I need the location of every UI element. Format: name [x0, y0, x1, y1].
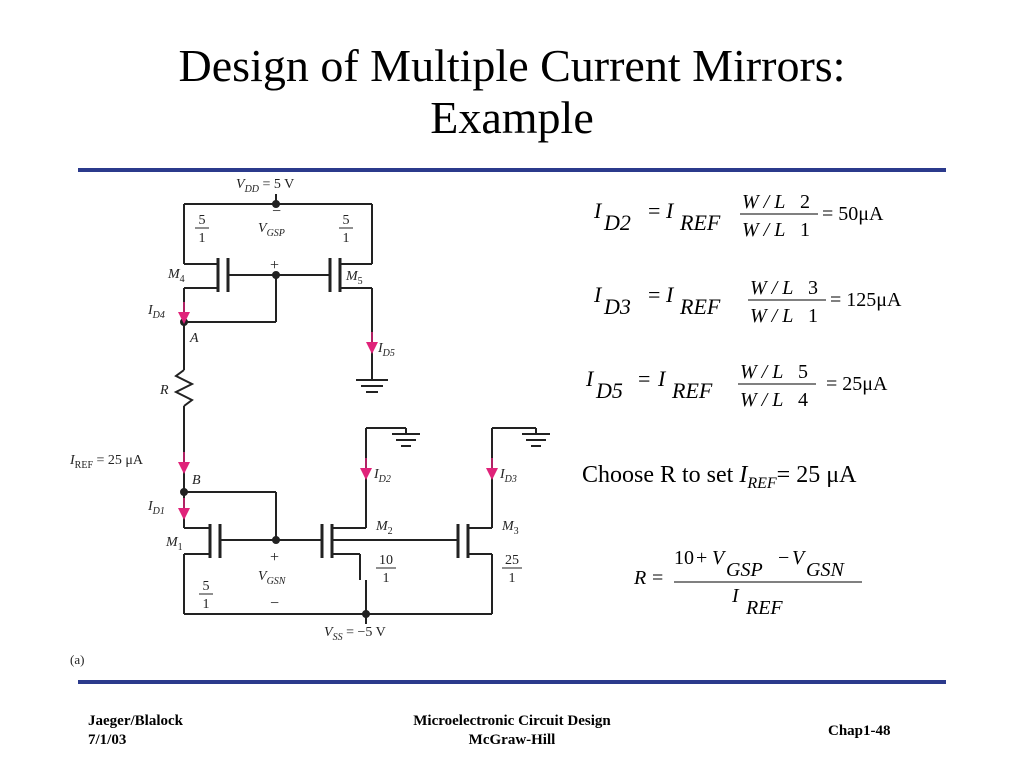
m5-ratio-num: 5	[343, 213, 350, 228]
vgsn-minus: −	[270, 595, 279, 612]
vgsn-plus: +	[270, 549, 279, 566]
vgsp-plus: +	[270, 257, 279, 274]
svg-text:5: 5	[798, 361, 808, 383]
svg-text:I: I	[593, 282, 603, 307]
svg-text:−: −	[778, 547, 789, 569]
svg-text:I: I	[731, 585, 740, 607]
svg-text:1: 1	[808, 305, 818, 327]
vdd-label: VDD = 5 V	[236, 177, 294, 195]
svg-text:V: V	[792, 547, 807, 569]
footer-publisher: McGraw-Hill	[468, 732, 556, 748]
svg-text:V: V	[712, 547, 727, 569]
m3-ratio-num: 25	[505, 553, 519, 568]
footer-center: Microelectronic Circuit Design McGraw-Hi…	[0, 712, 1024, 750]
id1-label: ID1	[147, 499, 165, 517]
svg-text:D5: D5	[595, 378, 623, 403]
choose-r-text: Choose R to set IREF= 25 μA	[582, 462, 857, 492]
svg-text:REF: REF	[671, 378, 713, 403]
node-a-label: A	[189, 331, 199, 346]
footer-chapter: Chap1-48	[828, 723, 891, 739]
svg-text:W / L: W / L	[750, 277, 793, 299]
top-divider	[78, 168, 946, 172]
slide-title: Design of Multiple Current Mirrors: Exam…	[0, 40, 1024, 144]
title-line-1: Design of Multiple Current Mirrors:	[178, 40, 846, 91]
svg-text:3: 3	[808, 277, 818, 299]
vss-label: VSS = −5 V	[324, 625, 386, 643]
footer-left: Jaeger/Blalock 7/1/03	[88, 712, 183, 750]
svg-text:GSN: GSN	[806, 559, 845, 581]
svg-text:= 50μA: = 50μA	[822, 203, 884, 225]
m1-ratio-den: 1	[203, 597, 210, 612]
m2-ratio-den: 1	[383, 571, 390, 586]
svg-text:REF: REF	[745, 597, 783, 619]
id5-label: ID5	[377, 341, 395, 359]
resistor-r	[173, 369, 195, 407]
svg-text:D2: D2	[603, 210, 631, 235]
m3-label: M3	[501, 519, 519, 537]
figure-label: (a)	[70, 652, 84, 667]
svg-text:10: 10	[674, 547, 694, 569]
svg-text:GSP: GSP	[726, 559, 763, 581]
svg-text:R: R	[633, 567, 646, 589]
svg-text:I: I	[665, 282, 675, 307]
equation-id2: I D2 = I REF W / L 2 W / L 1 = 50μA	[593, 191, 884, 241]
m3-ratio-den: 1	[509, 571, 516, 586]
equation-id3: I D3 = I REF W / L 3 W / L 1 = 125μA	[593, 277, 902, 327]
m4-ratio-num: 5	[199, 213, 206, 228]
svg-text:W / L: W / L	[742, 191, 785, 213]
equation-r: R = 10 + V GSP − V GSN I REF	[633, 547, 862, 619]
svg-text:I: I	[585, 366, 595, 391]
svg-text:W / L: W / L	[750, 305, 793, 327]
id4-label: ID4	[147, 303, 165, 321]
id3-label: ID3	[499, 467, 517, 485]
m2-ratio-num: 10	[379, 553, 393, 568]
m5-ratio-den: 1	[343, 231, 350, 246]
equation-id5: I D5 = I REF W / L 5 W / L 4 = 25μA	[585, 361, 888, 411]
svg-text:2: 2	[800, 191, 810, 213]
vgsn-label: VGSN	[258, 569, 287, 587]
vgsp-label: VGSP	[258, 221, 285, 239]
node-b-label: B	[192, 473, 201, 488]
svg-text:= 25μA: = 25μA	[826, 373, 888, 395]
resistor-label: R	[159, 383, 169, 398]
svg-text:4: 4	[798, 389, 808, 411]
svg-text:=: =	[638, 366, 650, 391]
m5-label: M5	[345, 269, 363, 287]
title-line-2: Example	[430, 92, 594, 143]
m4-label: M4	[167, 267, 185, 285]
svg-text:= 125μA: = 125μA	[830, 289, 902, 311]
svg-text:+: +	[696, 547, 707, 569]
svg-text:REF: REF	[679, 294, 721, 319]
svg-text:=: =	[648, 198, 660, 223]
m1-ratio-num: 5	[203, 579, 210, 594]
m4-ratio-den: 1	[199, 231, 206, 246]
vgsp-minus: −	[272, 203, 281, 220]
iref-label: IREF = 25 μA	[69, 453, 144, 471]
svg-text:I: I	[665, 198, 675, 223]
footer-authors: Jaeger/Blalock	[88, 713, 183, 729]
m2-label: M2	[375, 519, 393, 537]
svg-text:I: I	[593, 198, 603, 223]
footer-book: Microelectronic Circuit Design	[413, 713, 611, 729]
svg-text:1: 1	[800, 219, 810, 241]
m1-label: M1	[165, 535, 183, 553]
svg-text:D3: D3	[603, 294, 631, 319]
id2-label: ID2	[373, 467, 391, 485]
svg-text:W / L: W / L	[740, 389, 783, 411]
svg-text:W / L: W / L	[742, 219, 785, 241]
bottom-divider	[78, 680, 946, 684]
footer-date: 7/1/03	[88, 732, 127, 748]
svg-text:W / L: W / L	[740, 361, 783, 383]
svg-text:=: =	[652, 567, 663, 589]
svg-text:REF: REF	[679, 210, 721, 235]
circuit-schematic: VDD = 5 V − VGSP + 5 1 5 1 M4 M5 ID4 A I…	[69, 177, 550, 667]
svg-text:=: =	[648, 282, 660, 307]
svg-text:I: I	[657, 366, 667, 391]
